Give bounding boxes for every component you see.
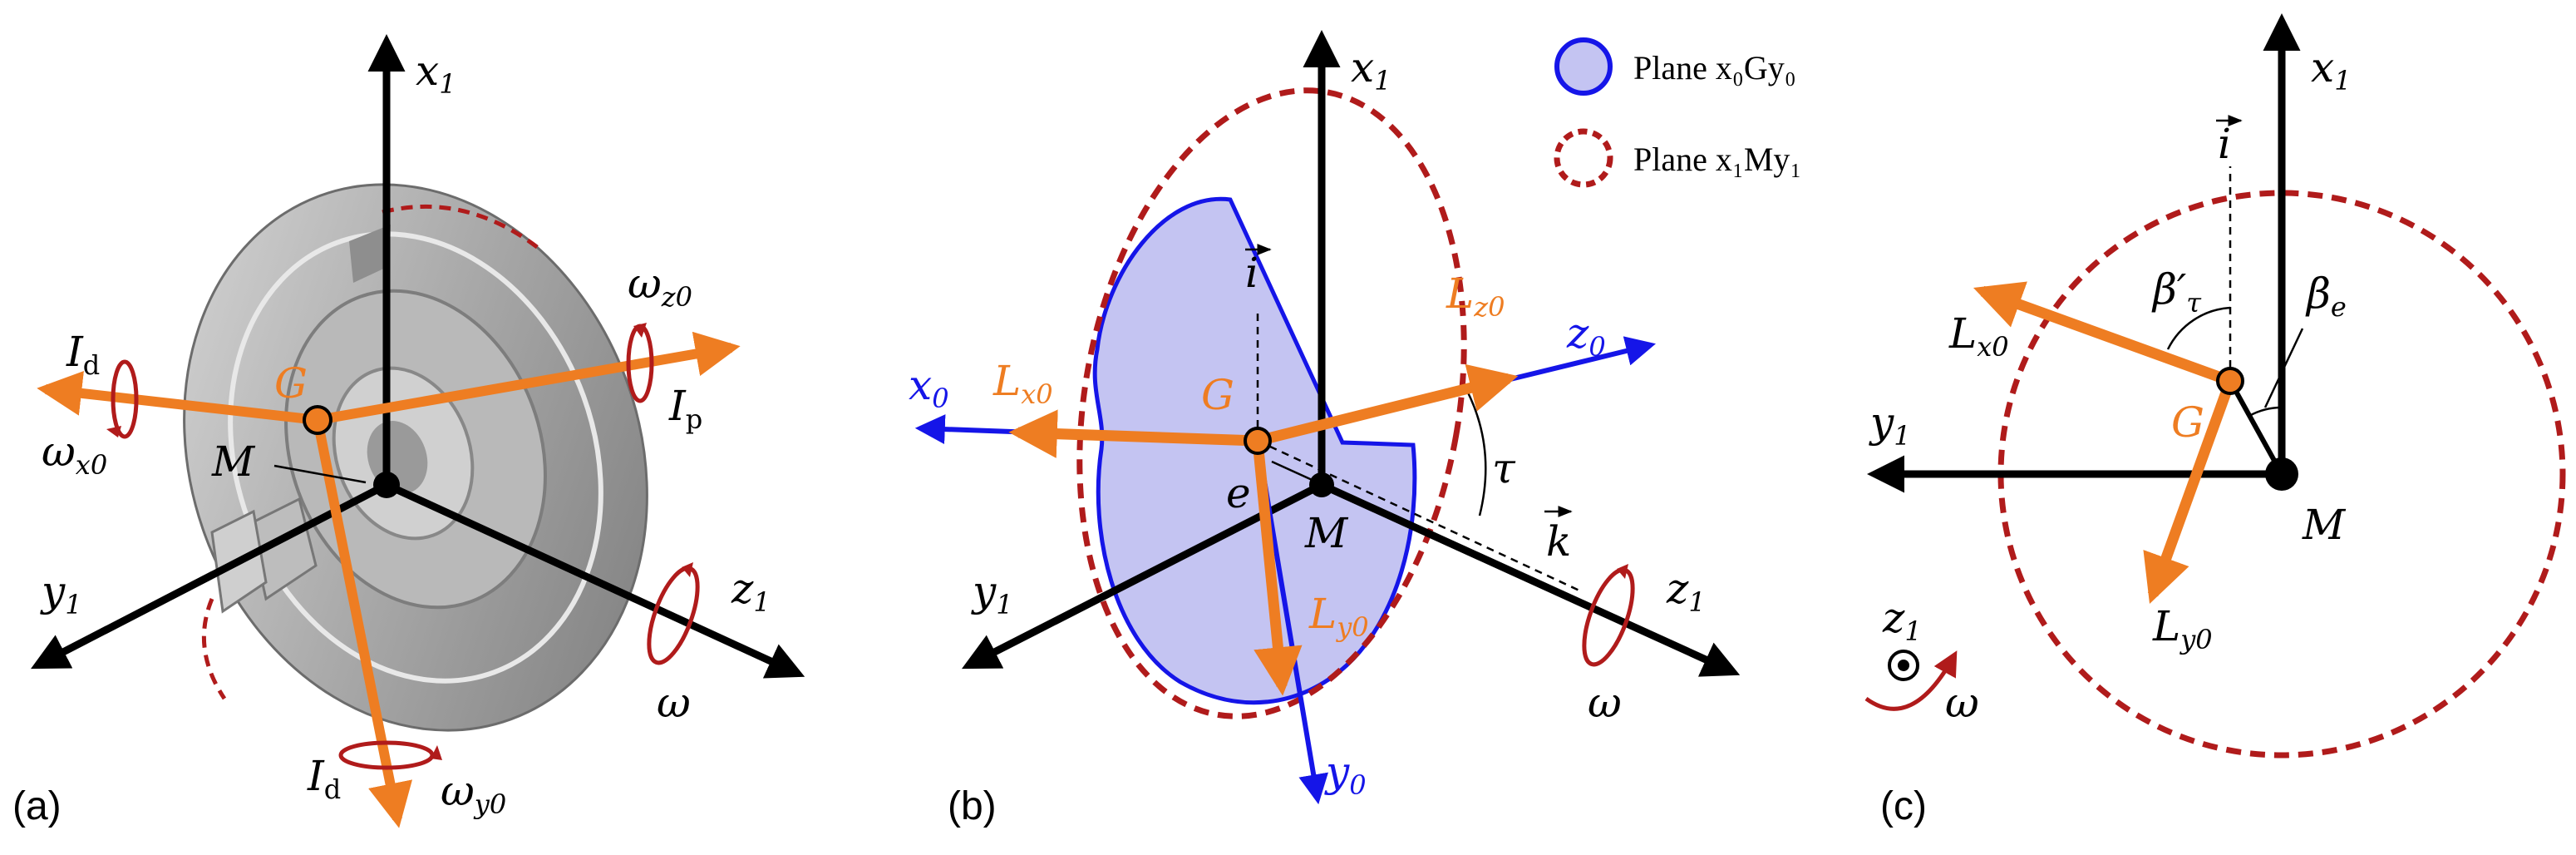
label-y1-b: y1 — [971, 567, 1013, 620]
label-G-b: G — [1201, 371, 1234, 419]
label-y1-c: y1 — [1869, 398, 1911, 452]
point-G-c — [2216, 367, 2244, 395]
axis-Id-bottom — [313, 418, 413, 828]
legend-label-plane1: Plane x₀Gy₀ — [1633, 49, 1796, 86]
label-y0: y0 — [1324, 748, 1367, 801]
label-Lx0-b: Lx0 — [992, 357, 1053, 410]
label-e: e — [1226, 469, 1251, 517]
vector-Lx0-b — [1008, 409, 1258, 458]
point-M-c — [2265, 457, 2298, 491]
panel-label-a: (a) — [12, 784, 62, 828]
label-beta-tau: β′τ — [2151, 265, 2202, 319]
beta-tau-arc — [2166, 306, 2231, 350]
label-omega-b: ω — [1588, 679, 1622, 727]
beta-e-arc — [2248, 406, 2283, 418]
label-Ly0-b: Ly0 — [1308, 590, 1369, 643]
label-x1-a: x1 — [416, 47, 456, 100]
label-i-vec-c: i — [2218, 120, 2231, 168]
MG-segment — [2228, 379, 2284, 476]
label-Ly0-c: Ly0 — [2152, 602, 2213, 655]
rim-arc-top — [382, 204, 542, 251]
legend-label-plane2: Plane x₁My₁ — [1633, 141, 1801, 178]
label-z1-c: z1 — [1882, 594, 1922, 647]
label-x0: x0 — [909, 361, 949, 414]
vector-Ly0-c — [2143, 378, 2236, 605]
point-M-b — [1309, 472, 1334, 497]
legend-swatch-plane1 — [1554, 37, 1613, 96]
point-G-b — [1244, 427, 1272, 455]
label-beta-e: βe — [2305, 269, 2347, 323]
label-omega-a: ω — [657, 679, 691, 727]
panel-c: x1 y1 z1 i β′τ βe Lx0 Ly0 G M ω (c) — [1864, 13, 2566, 828]
label-x1-b: x1 — [1351, 43, 1391, 96]
point-M — [373, 472, 400, 498]
panel-a: x1 y1 z1 Id Ip Id ωx0 ωz0 ωy0 ω G M (a) — [12, 34, 805, 828]
legend-swatch-plane2 — [1554, 128, 1613, 188]
label-y1-a: y1 — [40, 567, 82, 620]
z1-out-of-plane-symbol — [1888, 650, 1919, 681]
label-omega-y0: ωy0 — [441, 767, 506, 820]
k-vector-guide — [1257, 439, 1580, 592]
label-z0: z0 — [1566, 309, 1606, 363]
label-Id-top: Id — [66, 328, 100, 381]
vector-Ly0-b — [1252, 440, 1303, 696]
label-Ip: Ip — [668, 382, 702, 435]
panel-label-c: (c) — [1880, 784, 1927, 828]
axis-z1-b — [1320, 481, 1741, 677]
M-leader-line — [273, 464, 367, 484]
label-M-a: M — [211, 437, 256, 486]
legend: Plane x₀Gy₀ Plane x₁My₁ — [1554, 37, 1801, 188]
label-i-vec-b: i — [1245, 249, 1258, 297]
label-omega-x0: ωx0 — [42, 428, 107, 481]
label-z1-b: z1 — [1666, 565, 1706, 618]
label-k-vec: k — [1546, 517, 1571, 566]
plane-x1My1 — [1076, 87, 1467, 719]
panel-label-b: (b) — [948, 784, 997, 828]
label-Id-bottom: Id — [307, 752, 341, 805]
label-G-c: G — [2171, 398, 2204, 447]
point-G — [303, 405, 332, 435]
label-z1-a: z1 — [731, 565, 771, 618]
axis-y1 — [31, 482, 389, 670]
label-Lz0-b: Lz0 — [1446, 269, 1505, 323]
label-omega-z0: ωz0 — [628, 259, 692, 313]
rotor-disk-image — [183, 183, 648, 732]
vector-Lz0-b — [1256, 363, 1519, 447]
rim-arc-bottom — [201, 598, 227, 700]
label-tau: τ — [1492, 444, 1516, 492]
label-x1-c: x1 — [2311, 43, 2352, 96]
axis-z1 — [385, 481, 805, 679]
panel-b: x1 y1 z1 x0 z0 y0 Lx0 Lz0 Ly0 G M e i k … — [909, 30, 1741, 828]
label-Lx0-c: Lx0 — [1948, 309, 2009, 363]
label-M-c: M — [2302, 501, 2347, 549]
rot-omega-c — [1864, 650, 1958, 711]
e-leader-line — [1271, 460, 1318, 484]
label-omega-c: ω — [1945, 679, 1979, 727]
label-G-a: G — [274, 359, 308, 408]
rot-omega-x0 — [111, 359, 139, 439]
vector-Lx0-c — [1973, 281, 2233, 387]
tau-angle-arc — [1465, 390, 1487, 516]
axis-Id-top — [37, 371, 318, 425]
beta-e-leader — [2263, 328, 2304, 408]
axis-Ip — [316, 331, 741, 425]
label-M-b: M — [1304, 509, 1349, 557]
